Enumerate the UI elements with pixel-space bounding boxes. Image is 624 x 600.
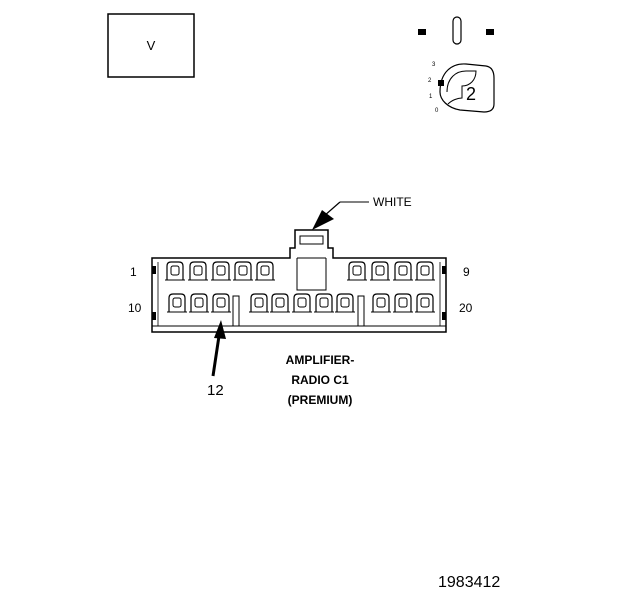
key-indicator-icon	[418, 16, 495, 113]
cavity-bottom-2	[189, 293, 209, 313]
cavity-bottom-8	[335, 293, 355, 313]
pin-label-top-left: 1	[130, 265, 137, 279]
key-position-3: 3	[432, 62, 436, 68]
cavity-top-9	[415, 261, 435, 281]
connector-name-line-1: AMPLIFIER-	[285, 353, 355, 367]
connector-housing	[151, 229, 447, 333]
pin-label-bottom-left: 10	[128, 301, 142, 315]
cavity-bottom-6	[292, 293, 312, 313]
cavity-top-5	[255, 261, 275, 281]
cavity-top-4	[233, 261, 253, 281]
cavity-top-2	[188, 261, 208, 281]
key-position-1: 1	[429, 94, 433, 100]
cavity-top-6	[347, 261, 367, 281]
cavity-bottom-1	[167, 293, 187, 313]
key-selected-value: 2	[466, 84, 477, 104]
connector-cavities	[165, 261, 435, 313]
cavity-top-8	[393, 261, 413, 281]
color-callout-label: WHITE	[373, 195, 412, 209]
cavity-top-7	[370, 261, 390, 281]
connector-name: AMPLIFIER- RADIO C1 (PREMIUM)	[272, 350, 368, 410]
pin-label-top-right: 9	[463, 265, 470, 279]
cavity-bottom-7	[314, 293, 334, 313]
view-label: V	[146, 38, 156, 53]
cavity-bottom-5	[270, 293, 290, 313]
connector-name-line-2: RADIO C1	[291, 373, 349, 387]
key-position-0: 0	[435, 108, 439, 114]
view-frame	[107, 13, 195, 78]
connector-name-line-3: (PREMIUM)	[287, 393, 353, 407]
key-position-2: 2	[428, 78, 432, 84]
drawing-number: 1983412	[438, 574, 501, 591]
cavity-bottom-11	[415, 293, 435, 313]
cavity-bottom-9	[371, 293, 391, 313]
cavity-bottom-4	[249, 293, 269, 313]
cavity-bottom-10	[393, 293, 413, 313]
cavity-top-1	[165, 261, 185, 281]
cavity-bottom-3	[211, 293, 231, 313]
cavity-top-3	[211, 261, 231, 281]
pointer-pin-label: 12	[207, 382, 224, 399]
white-callout-arrow	[312, 201, 369, 230]
pin-label-bottom-right: 20	[459, 301, 473, 315]
pin-12-pointer-arrow	[211, 320, 226, 377]
